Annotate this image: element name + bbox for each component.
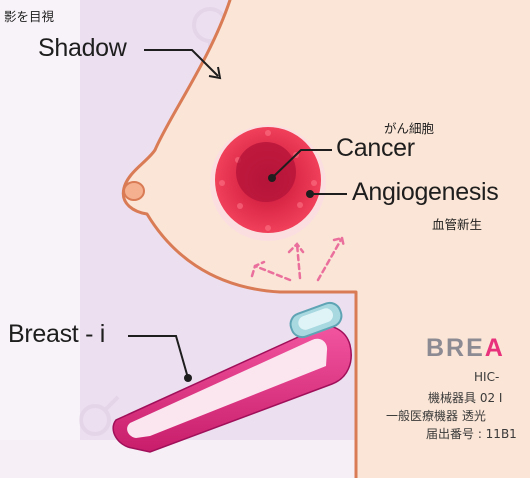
cancer-core (236, 142, 296, 202)
shadow-jp-label: 影を目視 (4, 6, 54, 25)
info-line-4: 届出番号 : 11B1 (426, 425, 517, 442)
nipple (124, 182, 144, 200)
cancer-label: Cancer (336, 134, 415, 163)
angiogenesis-jp-label: 血管新生 (432, 214, 482, 233)
info-line-2: 機械器具 02 I (428, 389, 502, 406)
brand-main: BRE (426, 334, 485, 362)
device-label: Breast - i (8, 320, 105, 349)
brand-logo: BREA (426, 334, 505, 363)
info-line-3: 一般医療機器 透光 (386, 407, 486, 424)
angiogenesis-label: Angiogenesis (352, 178, 499, 207)
shadow-label: Shadow (38, 34, 127, 63)
background-fade-left (0, 0, 80, 478)
info-line-1: HIC- (474, 370, 499, 384)
device-dot (184, 374, 192, 382)
brand-accent: A (485, 334, 505, 362)
